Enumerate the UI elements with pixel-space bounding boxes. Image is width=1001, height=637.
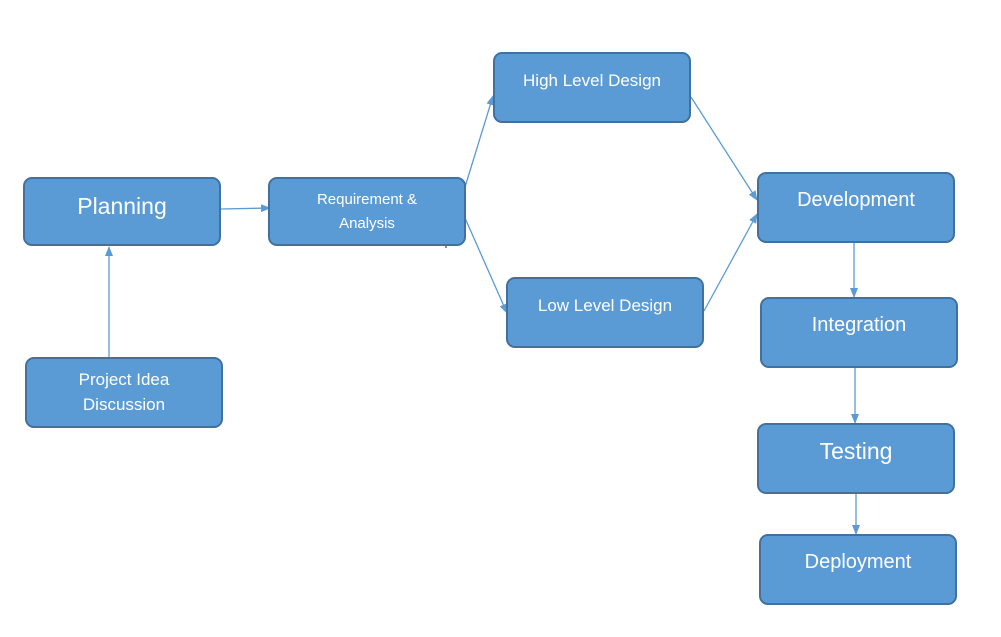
low-level-design-node: Low Level Design <box>506 277 704 348</box>
arrow-requirement-to-low-level-design <box>464 217 508 314</box>
development-label: Development <box>797 189 915 211</box>
arrow-low-level-design-to-development <box>703 213 758 312</box>
integration-node: Integration <box>760 297 958 368</box>
testing-node: Testing <box>757 423 955 494</box>
integration-label: Integration <box>811 314 907 336</box>
planning-label: Planning <box>77 193 167 219</box>
requirement-analysis-label: Requirement & Analysis <box>316 191 418 232</box>
project-idea-discussion-node: Project Idea Discussion <box>25 357 223 428</box>
arrow-planning-to-requirement <box>220 204 271 213</box>
high-level-design-label: High Level Design <box>523 71 661 90</box>
arrow-high-level-design-to-development <box>690 96 758 201</box>
testing-label: Testing <box>819 438 893 464</box>
project-idea-discussion-label: Project Idea Discussion <box>78 369 170 414</box>
requirement-analysis-node: Requirement & Analysis <box>268 177 466 246</box>
development-node: Development <box>757 172 955 243</box>
planning-node: Planning <box>23 177 221 246</box>
arrow-requirement-to-high-level-design <box>464 95 495 188</box>
high-level-design-node: High Level Design <box>493 52 691 123</box>
deployment-label: Deployment <box>804 551 912 573</box>
deployment-node: Deployment <box>759 534 957 605</box>
low-level-design-label: Low Level Design <box>537 296 673 315</box>
